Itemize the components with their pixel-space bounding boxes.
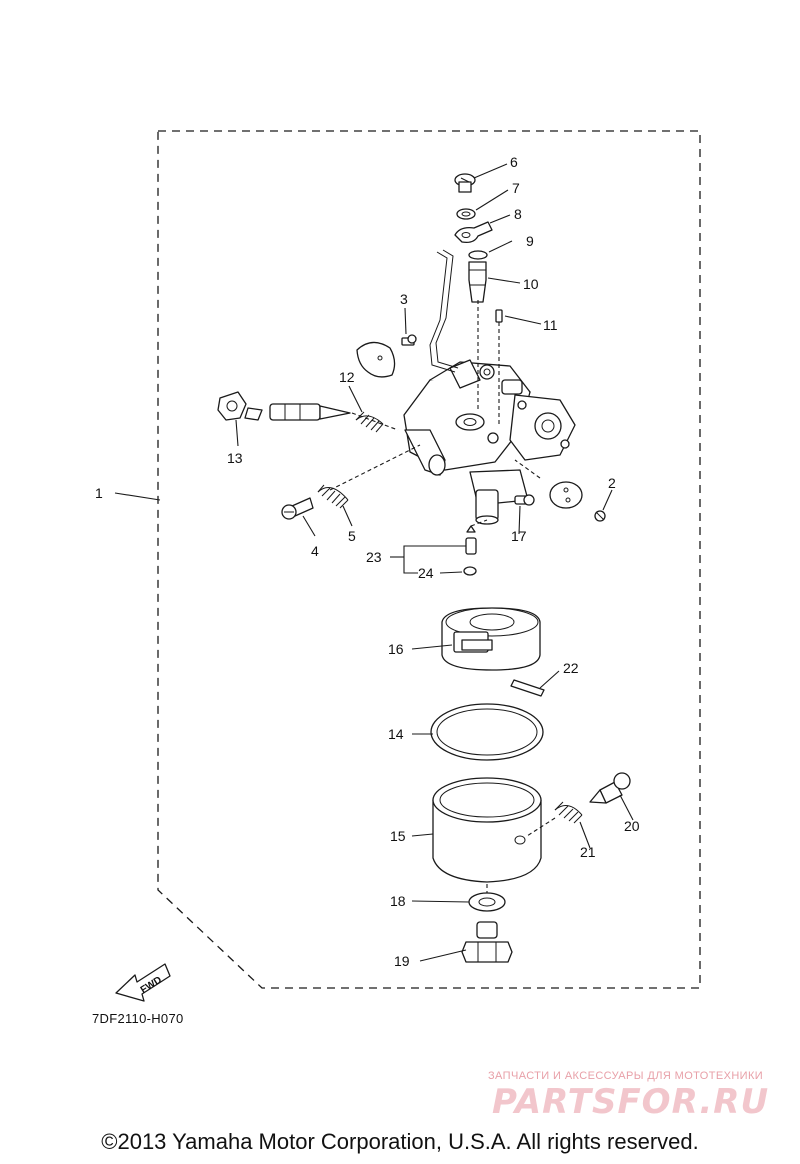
callout-4: 4 [311, 543, 319, 559]
callout-8: 8 [514, 206, 522, 222]
part-12-spring [356, 412, 383, 432]
part-18-gasket [469, 893, 505, 911]
copyright-notice: ©2013 Yamaha Motor Corporation, U.S.A. A… [101, 1129, 699, 1154]
part-15-float-chamber [433, 778, 541, 882]
callout-1: 1 [95, 485, 103, 501]
callout-15: 15 [390, 828, 406, 844]
throttle-valve-plate [357, 342, 395, 376]
throttle-rod [430, 252, 455, 372]
callout-24: 24 [418, 565, 434, 581]
callout-18: 18 [390, 893, 406, 909]
part-7-lock-washer [457, 209, 475, 219]
part-17-screw [515, 495, 534, 505]
callout-17: 17 [511, 528, 527, 544]
figure-code: 7DF2110-H070 [92, 1011, 184, 1026]
callout-22: 22 [563, 660, 579, 676]
callout-12: 12 [339, 369, 355, 385]
carburetor-body [404, 360, 575, 524]
part-23-main-jet [466, 526, 476, 554]
part-16-float [442, 608, 540, 670]
bracket-23-24 [404, 546, 466, 573]
part-19-bolt [462, 922, 512, 962]
callout-2: 2 [608, 475, 616, 491]
choke-valve-plate [550, 482, 582, 508]
part-5-spring [318, 485, 348, 508]
callout-23: 23 [366, 549, 382, 565]
callout-19: 19 [394, 953, 410, 969]
part-8-plate [455, 222, 492, 242]
callout-11: 11 [543, 317, 558, 333]
callout-16: 16 [388, 641, 404, 657]
part-4-screw [282, 498, 313, 519]
part-24-washer [464, 567, 476, 575]
callout-14: 14 [388, 726, 404, 742]
fwd-arrow-icon: FWD [116, 964, 170, 1001]
part-22-float-pin [511, 680, 544, 696]
part-2-screw [595, 511, 605, 521]
part-13-pilot-screw [218, 392, 350, 420]
part-14-gasket [431, 704, 543, 760]
callout-3: 3 [400, 291, 408, 307]
callout-20: 20 [624, 818, 640, 834]
assembly-boundary [158, 131, 700, 988]
callout-5: 5 [348, 528, 356, 544]
part-3-screw [402, 335, 416, 345]
watermark-tagline: ЗАПЧАСТИ И АКСЕССУАРЫ ДЛЯ МОТОТЕХНИКИ [488, 1070, 764, 1082]
watermark-logo: PARTSFOR.RU [492, 1082, 770, 1122]
callout-7: 7 [512, 180, 520, 196]
part-9-o-ring [469, 251, 487, 259]
part-20-drain-screw [590, 773, 630, 803]
callout-10: 10 [523, 276, 539, 292]
callout-13: 13 [227, 450, 243, 466]
callout-21: 21 [580, 844, 596, 860]
callout-6: 6 [510, 154, 518, 170]
part-11-pin [496, 310, 502, 322]
callout-9: 9 [526, 233, 534, 249]
part-21-spring [555, 802, 582, 823]
part-6-screw [455, 174, 475, 192]
part-10-jet [469, 262, 486, 302]
